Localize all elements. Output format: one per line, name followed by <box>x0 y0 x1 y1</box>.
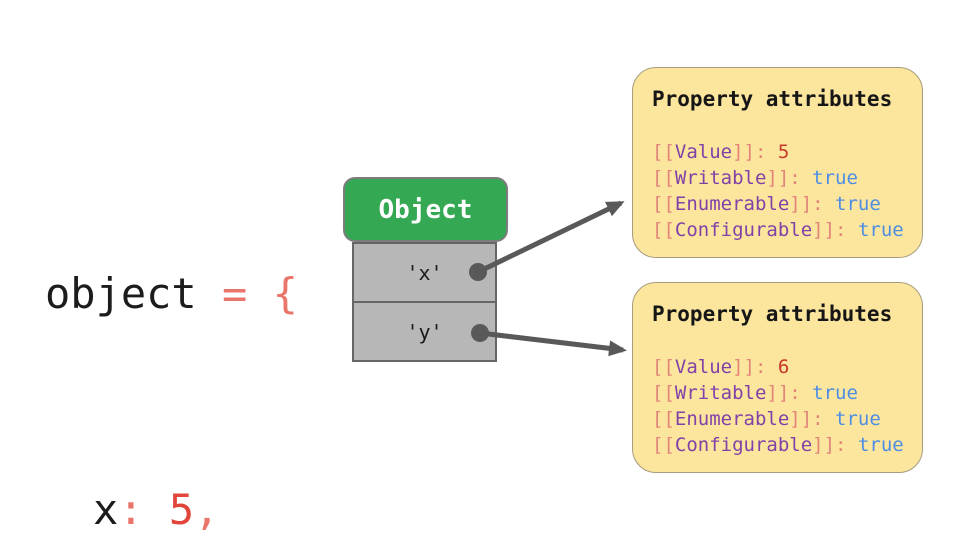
attr-row-writable: [[Writable]]: true <box>652 380 906 406</box>
code-assignment-operator: = { <box>196 269 298 318</box>
property-attributes-box-y: Property attributes [[Value]]: 6 [[Writa… <box>632 282 923 473</box>
bracket-open: [[ <box>652 219 675 241</box>
attr-value: true <box>812 167 858 189</box>
attributes-box-title: Property attributes <box>652 302 893 326</box>
bracket-close: ]]: <box>812 434 858 456</box>
attr-value: 5 <box>777 141 790 163</box>
attr-name: Value <box>674 141 733 163</box>
attributes-rows: [[Value]]: 6 [[Writable]]: true [[Enumer… <box>652 354 906 458</box>
attr-row-configurable: [[Configurable]]: true <box>652 432 906 458</box>
object-cell-y-label: 'y' <box>406 319 443 344</box>
attr-name: Enumerable <box>674 408 790 430</box>
code-line-object-open: object = { <box>45 258 298 330</box>
property-attributes-box-x: Property attributes [[Value]]: 5 [[Writa… <box>632 67 923 258</box>
code-identifier: object <box>45 269 197 318</box>
bracket-open: [[ <box>652 141 675 163</box>
attr-row-configurable: [[Configurable]]: true <box>652 217 906 243</box>
bracket-open: [[ <box>652 408 675 430</box>
object-header-label: Object <box>378 194 473 225</box>
attr-value: true <box>835 408 881 430</box>
attributes-rows: [[Value]]: 5 [[Writable]]: true [[Enumer… <box>652 139 906 243</box>
attr-value: true <box>835 193 881 215</box>
attr-row-writable: [[Writable]]: true <box>652 165 906 191</box>
attr-name: Configurable <box>674 219 813 241</box>
attr-row-value: [[Value]]: 5 <box>652 139 906 165</box>
bracket-open: [[ <box>652 382 675 404</box>
attr-name: Value <box>674 356 733 378</box>
attr-name: Writable <box>674 167 767 189</box>
code-value-5: 5 <box>168 485 195 534</box>
attr-name: Configurable <box>674 434 813 456</box>
bracket-open: [[ <box>652 193 675 215</box>
attr-row-enumerable: [[Enumerable]]: true <box>652 406 906 432</box>
bracket-close: ]]: <box>789 408 836 430</box>
bracket-open: [[ <box>652 434 675 456</box>
bracket-close: ]]: <box>732 356 778 378</box>
attr-value: true <box>857 219 904 241</box>
object-property-table: 'x' 'y' <box>352 242 497 362</box>
attributes-box-title: Property attributes <box>652 87 893 111</box>
code-snippet: object = { x: 5, y: 6, }; <box>45 114 298 540</box>
attr-row-enumerable: [[Enumerable]]: true <box>652 191 906 217</box>
bracket-open: [[ <box>652 167 675 189</box>
attr-value: true <box>812 382 858 404</box>
arrow-dot-y <box>471 324 489 342</box>
arrow-y-to-attributes <box>479 330 627 357</box>
code-line-x: x: 5, <box>45 474 298 540</box>
attr-value: 6 <box>777 356 790 378</box>
attr-value: true <box>857 434 904 456</box>
bracket-close: ]]: <box>812 219 858 241</box>
bracket-close: ]]: <box>732 141 778 163</box>
attr-name: Enumerable <box>674 193 790 215</box>
object-header: Object <box>343 177 508 242</box>
code-key-x: x <box>93 485 119 534</box>
attr-name: Writable <box>674 382 767 404</box>
object-cell-x-label: 'x' <box>406 260 443 285</box>
code-comma: , <box>194 485 220 534</box>
arrow-x-to-attributes <box>476 200 625 275</box>
bracket-close: ]]: <box>766 167 813 189</box>
attr-row-value: [[Value]]: 6 <box>652 354 906 380</box>
code-colon: : <box>118 485 169 534</box>
bracket-open: [[ <box>652 356 675 378</box>
bracket-close: ]]: <box>789 193 836 215</box>
arrow-dot-x <box>469 263 487 281</box>
bracket-close: ]]: <box>766 382 813 404</box>
